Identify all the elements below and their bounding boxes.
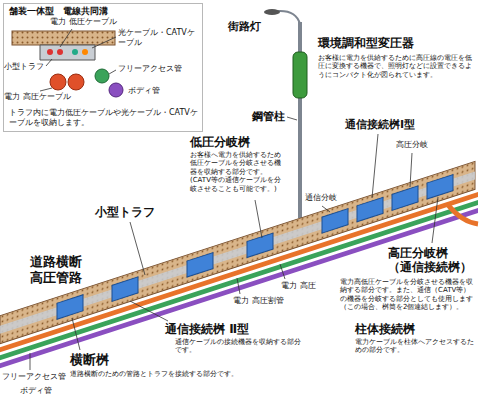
inset-note: トラフ内に電力低圧ケーブルや光ケーブル・CATVケーブルを収納します。 — [9, 108, 199, 127]
box-lid — [427, 175, 453, 199]
free-access-pipe — [0, 202, 478, 358]
description-text: 電力高低圧ケーブルを分岐させる機器を収納する部分です。また、通信（CATV等）の… — [340, 278, 476, 312]
pipe-label: 電力 高圧割管 — [232, 296, 285, 306]
leader-line — [432, 197, 438, 243]
cable-label: 電力 低圧ケーブル — [50, 17, 117, 27]
leader-line — [280, 264, 285, 279]
small-trough — [0, 171, 475, 333]
leader-line — [287, 117, 297, 120]
pipe-label: ボディ管 — [128, 86, 160, 96]
trough-section — [40, 45, 95, 60]
part-name: 低圧分岐桝 — [190, 135, 250, 149]
part-label: 高圧分岐 — [396, 140, 428, 150]
description-text: お客様に電力を供給するために高圧線の電圧を低圧に変換する機器で、照明灯などに設置… — [318, 54, 476, 79]
optical-cable — [72, 49, 78, 55]
pipe-label: フリーアクセス管 — [118, 64, 182, 74]
low-voltage-cable — [47, 49, 53, 55]
pavement-slab — [12, 31, 115, 45]
transformer — [293, 52, 307, 98]
description-text: 電力ケーブルを柱体へアクセスするための部分です。 — [355, 338, 475, 355]
box-lid — [112, 277, 138, 301]
inset-title: 舗装一体型 電線共同溝 — [9, 6, 201, 17]
cable-label: 電力 高圧ケーブル — [4, 92, 71, 102]
steel-pole — [298, 22, 302, 218]
box-lid — [187, 253, 213, 277]
pole-access-pipe — [448, 205, 478, 224]
leader-line — [322, 206, 330, 212]
leader-line — [130, 222, 145, 275]
box-lid — [392, 186, 418, 210]
part-name: 柱体接続桝 — [355, 322, 415, 336]
part-label: 通信分岐 — [305, 193, 337, 203]
leader-line — [60, 29, 72, 47]
cable-label: 光ケーブル・CATVケーブル — [118, 28, 200, 47]
leader-line — [130, 301, 168, 321]
part-name: 高圧分岐桝 （通信接続桝） — [388, 246, 476, 275]
leader-line — [109, 70, 116, 74]
box-lid — [322, 209, 348, 233]
leader-line — [30, 353, 31, 370]
part-name: 通信接続桝Ⅰ型 — [345, 118, 415, 131]
box-lid — [57, 295, 83, 319]
low-voltage-cable — [57, 49, 63, 55]
part-name: 街路灯 — [228, 20, 261, 33]
part-name: 通信接続桝 Ⅱ型 — [165, 322, 249, 336]
body-pipe — [0, 210, 478, 366]
lamp-arm — [278, 11, 300, 24]
description-text: 通信ケーブルの接続機器を収納する部分です。 — [175, 338, 305, 355]
high-voltage-pipe — [50, 74, 66, 90]
free-access-pipe — [95, 69, 109, 83]
part-label: 小型トラフ — [4, 62, 44, 72]
description-text: お客様へ電力を供給するため低圧ケーブルを分岐させる機器を収納する部分です。(CA… — [190, 151, 285, 193]
leader-line — [40, 88, 52, 91]
part-name: 鋼管柱 — [252, 110, 285, 123]
part-name: 小型トラフ — [95, 205, 155, 219]
description-text: 道路横断のための管路とトラフを接続する部分です。 — [70, 370, 250, 378]
pipe-label: 電力 高圧 — [280, 281, 317, 291]
box-lid — [357, 197, 383, 221]
leader-line — [92, 37, 116, 48]
leader-line — [72, 318, 80, 350]
pipe-label: ボディ管 — [20, 386, 52, 396]
part-name: 道路横断 高圧管路 — [30, 254, 88, 285]
leader-line — [237, 278, 240, 294]
catv-cable — [82, 49, 88, 55]
body-pipe — [109, 83, 123, 97]
leader-line — [255, 200, 262, 238]
high-voltage-pipe — [68, 74, 84, 90]
leader-line — [372, 134, 378, 198]
leader-line — [46, 59, 52, 66]
high-voltage-pipe — [0, 194, 478, 350]
part-name: 横断桝 — [70, 352, 109, 368]
part-name: 環境調和型変圧器 — [318, 36, 414, 50]
pipe-label: フリーアクセス管 — [2, 372, 66, 382]
box-lid — [247, 233, 273, 257]
leader-line — [410, 153, 412, 187]
lamp-head — [264, 9, 280, 15]
